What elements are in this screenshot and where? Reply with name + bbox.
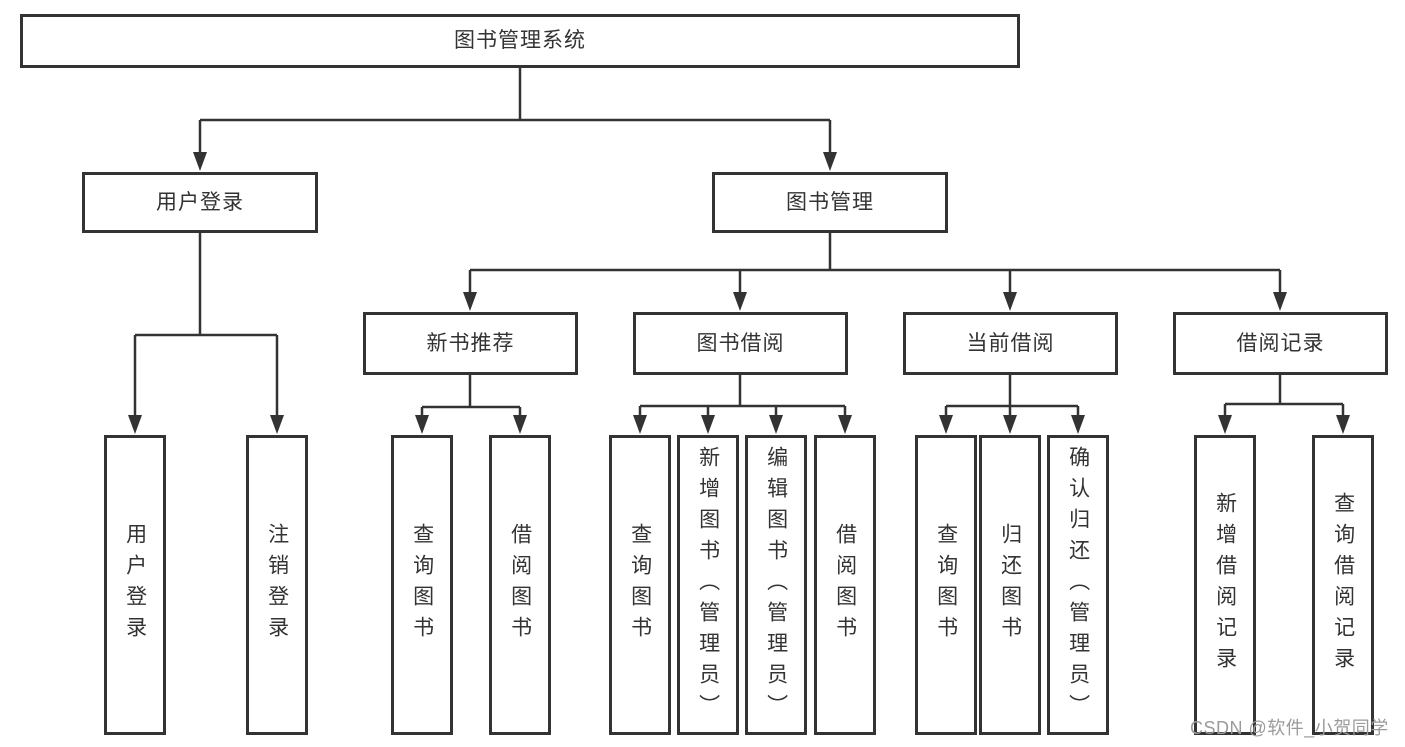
arrow-heads: [128, 152, 1350, 434]
node-borrow-books-leaf: 借阅图书: [814, 435, 876, 735]
node-add-books-admin: 新增图书（管理员）: [677, 435, 739, 735]
node-book-borrowing: 图书借阅: [633, 312, 848, 375]
node-query-books-recommend: 查询图书: [391, 435, 453, 735]
node-add-borrow-record: 新增借阅记录: [1194, 435, 1256, 735]
node-new-book-recommendation: 新书推荐: [363, 312, 578, 375]
node-current-borrowing: 当前借阅: [903, 312, 1118, 375]
node-user-login: 用户登录: [82, 172, 318, 233]
node-confirm-return-admin: 确认归还（管理员）: [1047, 435, 1109, 735]
node-book-management: 图书管理: [712, 172, 948, 233]
tree-edges: [133, 68, 1345, 417]
node-borrowing-records: 借阅记录: [1173, 312, 1388, 375]
node-logout: 注销登录: [246, 435, 308, 735]
node-query-borrow-record: 查询借阅记录: [1312, 435, 1374, 735]
node-library-management-system: 图书管理系统: [20, 14, 1020, 68]
node-return-books: 归还图书: [979, 435, 1041, 735]
node-user-login-leaf: 用户登录: [104, 435, 166, 735]
node-borrow-books-recommend: 借阅图书: [489, 435, 551, 735]
node-edit-books-admin: 编辑图书（管理员）: [745, 435, 807, 735]
node-query-books-current: 查询图书: [915, 435, 977, 735]
node-query-books-borrowing: 查询图书: [609, 435, 671, 735]
watermark: CSDN @软件_小贺同学: [1190, 718, 1389, 738]
